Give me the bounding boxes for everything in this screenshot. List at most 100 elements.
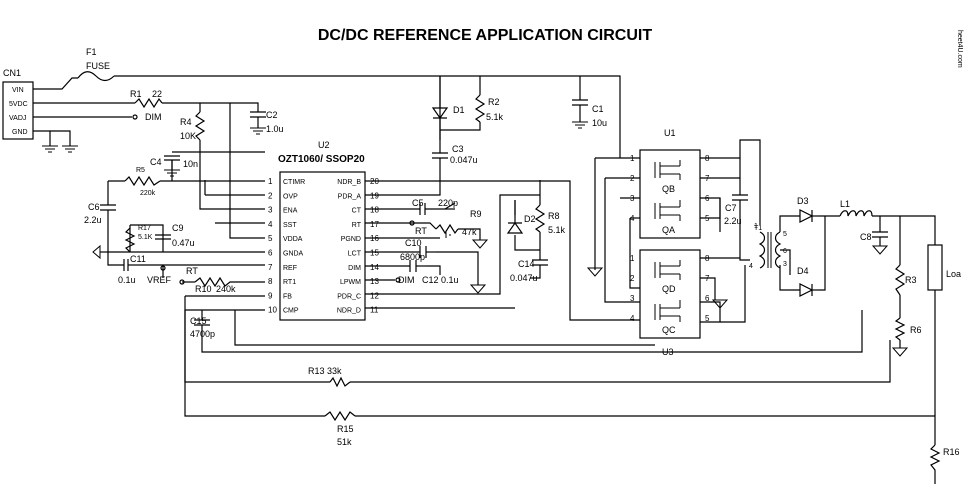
u3-fet-top-icon [654,260,681,280]
c4-ref: C4 [150,157,162,167]
capacitor-c3 [432,152,448,159]
resistor-r5 [124,175,161,187]
u2-pin-num: 16 [370,234,379,243]
components: F1 FUSE R1 22 DIM C2 1.0u R4 10K C4 10n … [84,47,961,484]
r13-ref: R13 [308,366,325,376]
t1-secondary [774,231,782,269]
c1-value: 10u [592,118,607,128]
u3-pin-right: 6 [705,294,710,303]
u3-pin-left: 1 [630,254,635,263]
u2-pin-name: PGND [341,236,361,243]
u1-pin-left: 3 [630,194,635,203]
u1-pin-right: 5 [705,214,710,223]
u3-fet-bot-icon [654,300,681,322]
t1-pin-3: 3 [783,261,787,268]
r9-ref: R9 [470,209,482,219]
u2-pin-name: FB [283,293,292,300]
load-label: Loa [946,269,961,279]
u1-pin-right: 7 [705,174,710,183]
r2-ref: R2 [488,97,500,107]
c1-ref: C1 [592,104,604,114]
wire-net [33,71,936,445]
capacitor-c6 [100,204,116,211]
u1-pin-left: 2 [630,174,635,183]
u2-pin-num: 3 [268,206,273,215]
cn1-pin-vadj: VADJ [9,115,26,122]
u3-q-top: QD [662,284,676,294]
u2-right-pins: 20NDR_B19PDR_A18CT17RT16PGND15LCT14DIM13… [337,177,380,315]
dim-pin-label: DIM [398,275,415,285]
vref-label: VREF [147,275,172,285]
c9-value: 0.47u [172,238,195,248]
connector-cn1: CN1 VIN 5VDC VADJ GND [2,68,34,140]
resistor-r6 [894,317,906,341]
u3-pin-left: 3 [630,294,635,303]
u1-q-top: QB [662,184,675,194]
c11-ref: C11 [130,254,146,264]
capacitor-c4 [164,155,180,161]
resistor-r1 [134,97,163,109]
d3-ref: D3 [797,196,809,206]
u1-pin-left: 1 [630,154,635,163]
u2-pin-num: 7 [268,263,273,272]
page-title: DC/DC REFERENCE APPLICATION CIRCUIT [318,27,652,44]
load-box [927,244,943,291]
capacitor-c1 [572,99,588,106]
u2-pin-name: RT [352,222,362,229]
resistor-r9 [435,223,459,235]
resistor-r10 [194,276,240,288]
resistor-r13 [329,376,351,388]
capacitor-c2 [250,111,266,118]
u2-pin-name: VDDA [283,236,303,243]
c3-value: 0.047u [450,155,478,165]
c14-ref: C14 [518,259,535,269]
c14-value: 0.047u [510,273,538,283]
c6-ref: C6 [88,202,100,212]
r16-ref: R16 [943,447,960,457]
r17-ref: R17 [138,225,151,232]
u2-pin-num: 1 [268,177,273,186]
u1-q-bot: QA [662,225,675,235]
c2-ref: C2 [266,110,278,120]
c5-ref: C5 [412,198,424,208]
u2-pin-name: CTIMR [283,179,305,186]
resistor-r8 [534,204,546,233]
u1-pin-right: 6 [705,194,710,203]
t1-pin-5: 5 [783,231,787,238]
cn1-pin-gnd: GND [12,129,28,136]
l1-ref: L1 [840,199,850,209]
capacitor-c7 [732,194,748,201]
capacitor-c11 [123,259,129,271]
t1-pin-6: 6 [783,248,787,255]
c7-ref: C7 [725,203,737,213]
dim-pin-terminal [395,277,401,283]
f1-value: FUSE [86,61,110,71]
c3-ref: C3 [452,144,464,154]
resistor-r16 [929,444,941,484]
u2-pin-name: LPWM [340,279,361,286]
u2-pin-num: 18 [370,206,379,215]
u2-pin-num: 17 [370,220,379,229]
u2-pin-num: 4 [268,220,273,229]
transformer-t1: T1 1 4 5 6 3 [749,223,787,270]
c15-value: 4700p [190,329,215,339]
dim-input-terminal [132,114,138,120]
c12-value: 0.1u [441,275,459,285]
capacitor-c9 [155,234,171,240]
r8-value: 5.1k [548,225,566,235]
diode-d3 [799,209,814,223]
r4-ref: R4 [180,117,192,127]
r1-value: 22 [152,89,162,99]
u3-ref: U3 [662,347,674,357]
capacitor-c8 [872,231,888,238]
c4-value: 10n [183,159,198,169]
u2-pin-name: LCT [348,251,362,258]
c5-value: 220p [438,198,458,208]
u1-fet-top-icon [654,160,681,180]
resistor-r4 [194,111,206,141]
resistor-r2 [474,94,486,123]
diode-d2 [506,221,524,234]
d1-ref: D1 [453,105,465,115]
u2-pin-name: REF [283,265,297,272]
